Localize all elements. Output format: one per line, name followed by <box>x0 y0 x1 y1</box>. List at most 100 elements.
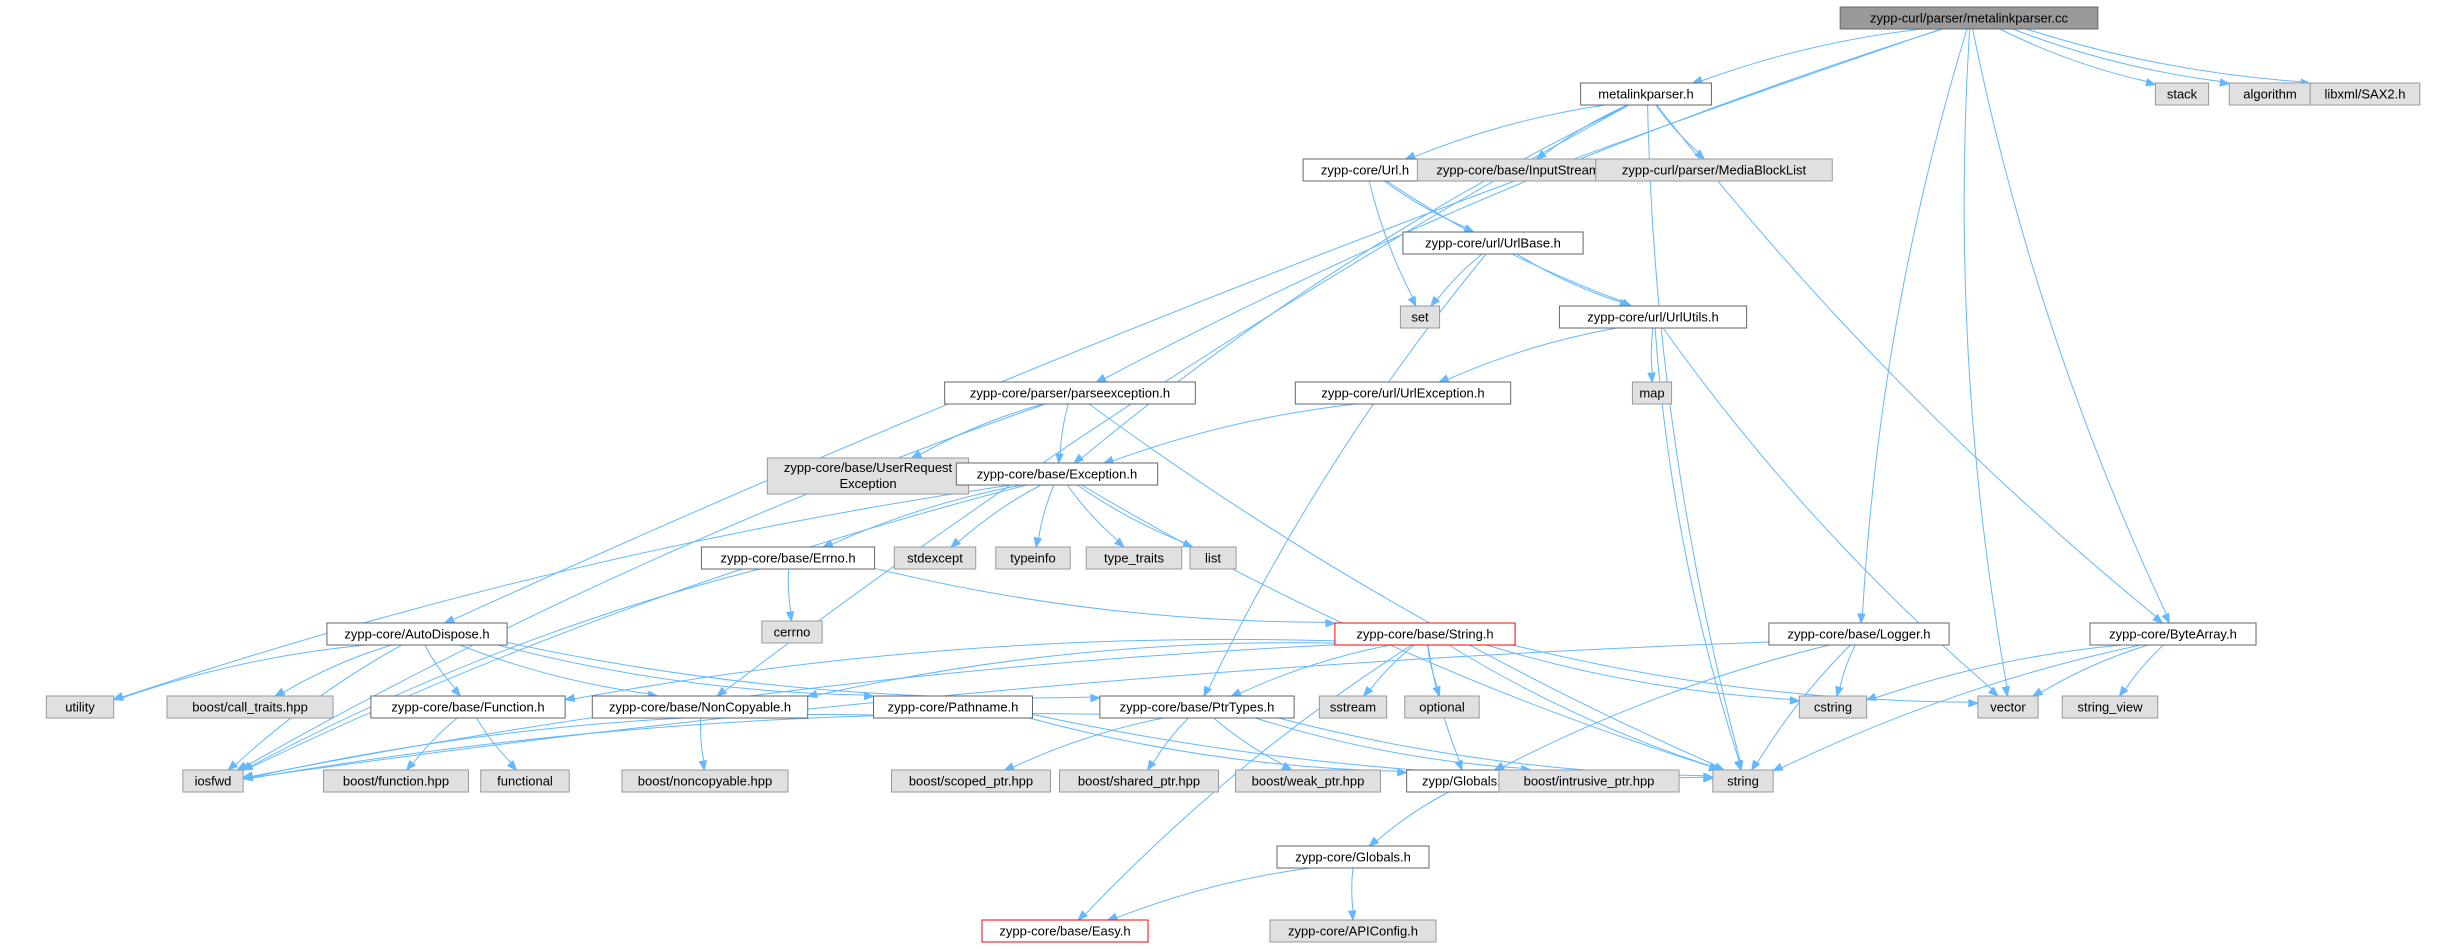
node-urlexception-h[interactable]: zypp-core/url/UrlException.h <box>1294 381 1512 405</box>
node-url-h[interactable]: zypp-core/Url.h <box>1302 158 1428 182</box>
edge-coreglobals_h-to-apiconfig_h <box>1348 867 1357 922</box>
edge-urlutils_h-to-map <box>1647 327 1656 384</box>
node-label: zypp-core/Pathname.h <box>888 700 1019 715</box>
edge-metalinkparser_h-to-bytearray_h <box>1656 104 2164 624</box>
edge-bytearray_h-to-cstring <box>1865 644 2122 701</box>
node-label: zypp-core/base/InputStream <box>1436 163 1599 178</box>
edge-ptrtypes_h-to-sharedptr <box>1146 717 1189 772</box>
node-box <box>995 546 1071 570</box>
edge-errno_h-to-string_h <box>874 567 1337 628</box>
node-errno-h[interactable]: zypp-core/base/Errno.h <box>700 546 876 570</box>
node-string-h[interactable]: zypp-core/base/String.h <box>1334 622 1516 646</box>
edge-parseexception_h-to-exception_h <box>1055 403 1069 465</box>
node-box <box>1334 622 1516 646</box>
node-box <box>1768 622 1950 646</box>
node-box <box>621 769 789 793</box>
node-box <box>873 695 1033 719</box>
edge-metalinkparser_h-to-string <box>1647 104 1744 772</box>
node-coreglobals-h[interactable]: zypp-core/Globals.h <box>1276 845 1430 869</box>
node-function-h[interactable]: zypp-core/base/Function.h <box>370 695 566 719</box>
node-label: set <box>1411 310 1429 325</box>
node-label: vector <box>1990 700 2026 715</box>
node-box <box>1294 381 1512 405</box>
node-map: map <box>1631 381 1673 405</box>
node-box <box>1276 845 1430 869</box>
node-label: functional <box>497 774 553 789</box>
node-algorithm: algorithm <box>2228 82 2312 106</box>
node-logger-h[interactable]: zypp-core/base/Logger.h <box>1768 622 1950 646</box>
edge-urlbase_h-to-urlutils_h <box>1516 253 1631 307</box>
node-box <box>1059 769 1219 793</box>
node-type-traits: type_traits <box>1085 546 1183 570</box>
edge-exception_h-to-utility <box>112 484 1011 701</box>
edge-exception_h-to-typeinfo <box>1033 484 1055 549</box>
node-label: boost/weak_ptr.hpp <box>1252 774 1365 789</box>
edge-string_h-to-vector <box>1512 644 1980 708</box>
node-box <box>766 457 970 495</box>
node-libxml: libxml/SAX2.h <box>2309 82 2421 106</box>
edge-coreglobals_h-to-easy_h <box>1106 867 1311 921</box>
node-box <box>323 769 469 793</box>
node-box <box>2089 622 2257 646</box>
node-stdexcept: stdexcept <box>893 546 977 570</box>
edge-exception_h-to-stdexcept <box>949 484 1042 548</box>
node-box <box>981 919 1149 943</box>
edge-metalinkparser_h-to-mediablocklist <box>1655 104 1706 160</box>
node-iosfwd: iosfwd <box>182 769 244 793</box>
node-box <box>326 622 508 646</box>
edge-string_h-to-noncopyable_h <box>806 642 1335 699</box>
node-easy-h[interactable]: zypp-core/base/Easy.h <box>981 919 1149 943</box>
edge-ptrtypes_h-to-intrusiveptr <box>1255 717 1533 774</box>
node-label: zypp-core/ByteArray.h <box>2109 627 2237 642</box>
node-label: boost/intrusive_ptr.hpp <box>1524 774 1655 789</box>
node-cerrno: cerrno <box>761 620 823 644</box>
edge-autodispose_h-to-calltraits <box>274 644 392 697</box>
node-label: boost/scoped_ptr.hpp <box>909 774 1033 789</box>
node-label: zypp-core/Url.h <box>1321 163 1409 178</box>
edge-string_h-to-sstream <box>1362 644 1415 698</box>
edge-urlbase_h-to-ptrtypes_h <box>1203 253 1487 698</box>
node-box <box>1404 695 1480 719</box>
node-inputstream: zypp-core/base/InputStream <box>1416 158 1620 182</box>
node-bytearray-h[interactable]: zypp-core/ByteArray.h <box>2089 622 2257 646</box>
node-box <box>944 381 1196 405</box>
node-box <box>1631 381 1673 405</box>
node-label: metalinkparser.h <box>1598 87 1693 102</box>
node-zyppglobals-h[interactable]: zypp/Globals.h <box>1406 769 1524 793</box>
node-label: zypp-core/base/Function.h <box>391 700 544 715</box>
node-label: zypp-curl/parser/MediaBlockList <box>1622 163 1807 178</box>
node-box <box>1558 305 1748 329</box>
node-box <box>893 546 977 570</box>
node-parseexception-h[interactable]: zypp-core/parser/parseexception.h <box>944 381 1196 405</box>
node-box <box>1318 695 1388 719</box>
node-noncopyable-h[interactable]: zypp-core/base/NonCopyable.h <box>591 695 809 719</box>
node-vector: vector <box>1977 695 2039 719</box>
edge-root-to-logger_h <box>1857 28 1968 625</box>
node-label: optional <box>1419 700 1465 715</box>
edge-urlexception_h-to-exception_h <box>1102 403 1357 464</box>
node-box <box>1402 231 1584 255</box>
node-urlutils-h[interactable]: zypp-core/url/UrlUtils.h <box>1558 305 1748 329</box>
node-label: cerrno <box>774 625 811 640</box>
node-label: zypp-core/url/UrlException.h <box>1321 386 1484 401</box>
node-ptrtypes-h[interactable]: zypp-core/base/PtrTypes.h <box>1099 695 1295 719</box>
node-urlbase-h[interactable]: zypp-core/url/UrlBase.h <box>1402 231 1584 255</box>
node-label: Exception <box>839 476 896 491</box>
node-box <box>891 769 1051 793</box>
node-pathname-h[interactable]: zypp-core/Pathname.h <box>873 695 1033 719</box>
node-metalinkparser-h[interactable]: metalinkparser.h <box>1580 82 1712 106</box>
node-label: zypp-core/base/PtrTypes.h <box>1120 700 1275 715</box>
node-intrusiveptr: boost/intrusive_ptr.hpp <box>1498 769 1680 793</box>
node-label: list <box>1205 551 1221 566</box>
node-autodispose-h[interactable]: zypp-core/AutoDispose.h <box>326 622 508 646</box>
edge-string_h-to-function_h <box>563 638 1335 703</box>
node-set: set <box>1399 305 1441 329</box>
node-root[interactable]: zypp-curl/parser/metalinkparser.cc <box>1839 6 2099 30</box>
node-box <box>700 546 876 570</box>
node-box <box>1712 769 1774 793</box>
node-exception-h[interactable]: zypp-core/base/Exception.h <box>955 462 1159 486</box>
node-typeinfo: typeinfo <box>995 546 1071 570</box>
node-label: boost/call_traits.hpp <box>192 700 308 715</box>
node-scopedptr: boost/scoped_ptr.hpp <box>891 769 1051 793</box>
edge-errno_h-to-iosfwd <box>240 568 760 771</box>
